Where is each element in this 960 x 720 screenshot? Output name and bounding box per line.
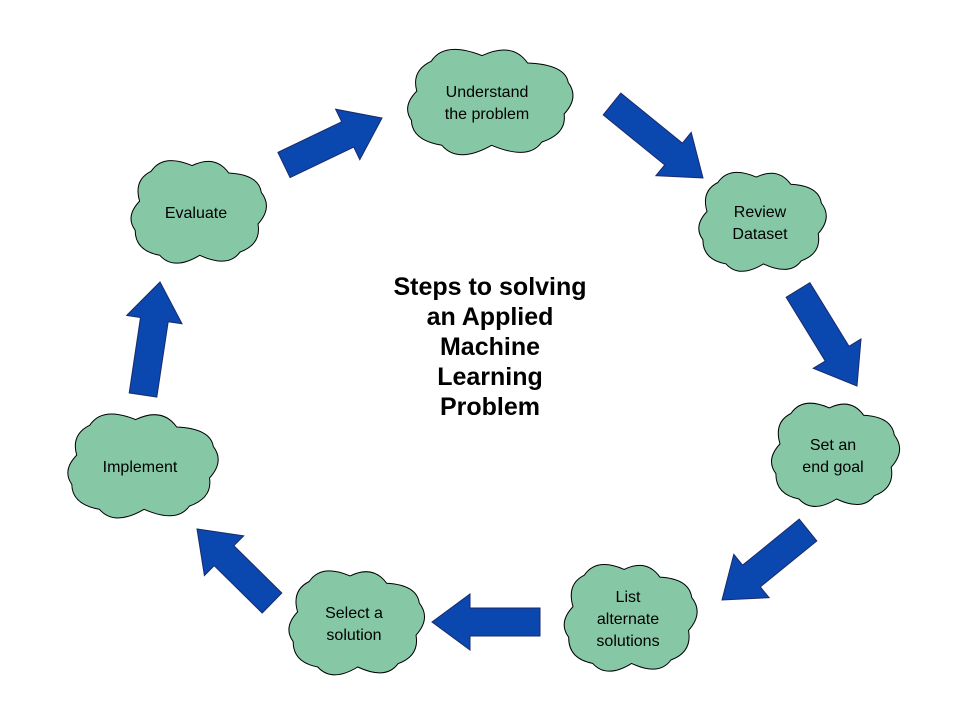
step-label-line: solution xyxy=(326,627,381,644)
step-label-line: alternate xyxy=(597,611,659,628)
cloud-shape xyxy=(407,48,574,156)
step-set-end-goal: Set an end goal xyxy=(771,402,901,507)
flow-arrow-2 xyxy=(602,92,704,179)
step-label-line: Select a xyxy=(325,605,383,622)
step-label-line: solutions xyxy=(596,633,659,650)
step-label-line: the problem xyxy=(445,106,530,123)
step-list-alternate-solutions: List alternate solutions xyxy=(563,564,698,672)
title-line-4: Learning xyxy=(437,363,543,391)
step-label-line: List xyxy=(616,589,641,606)
step-label-line: Implement xyxy=(103,459,178,476)
step-implement: Implement xyxy=(67,413,219,519)
flow-arrow-6 xyxy=(196,528,283,614)
cloud-shape xyxy=(67,413,219,519)
cloud-shape xyxy=(288,570,425,676)
step-label-line: Set an xyxy=(810,437,856,454)
step-evaluate: Evaluate xyxy=(130,160,267,264)
flow-arrow-5 xyxy=(431,593,541,651)
step-label-line: Evaluate xyxy=(165,205,227,222)
flow-arrow-7 xyxy=(125,281,183,398)
step-label-line: Understand xyxy=(446,84,529,101)
step-select-solution: Select a solution xyxy=(288,570,425,676)
cloud-shape xyxy=(698,171,827,272)
title-line-1: Steps to solving xyxy=(393,273,587,301)
step-label-line: end goal xyxy=(802,459,863,476)
step-understand-problem: Understand the problem xyxy=(407,48,574,156)
step-label-line: Review xyxy=(734,204,787,221)
title-line-2: an Applied xyxy=(426,303,554,331)
arrows-layer xyxy=(125,92,862,651)
step-label-line: Dataset xyxy=(732,226,788,243)
flow-arrow-4 xyxy=(721,518,818,601)
flow-arrow-1 xyxy=(277,108,383,179)
cloud-shape xyxy=(130,160,267,264)
cloud-shape xyxy=(771,402,901,507)
diagram-title: Steps to solving an Applied Machine Lear… xyxy=(330,272,650,422)
cloud-shape xyxy=(563,564,698,672)
title-line-5: Problem xyxy=(439,393,541,421)
flow-arrow-3 xyxy=(785,282,862,387)
title-line-3: Machine xyxy=(439,333,541,361)
